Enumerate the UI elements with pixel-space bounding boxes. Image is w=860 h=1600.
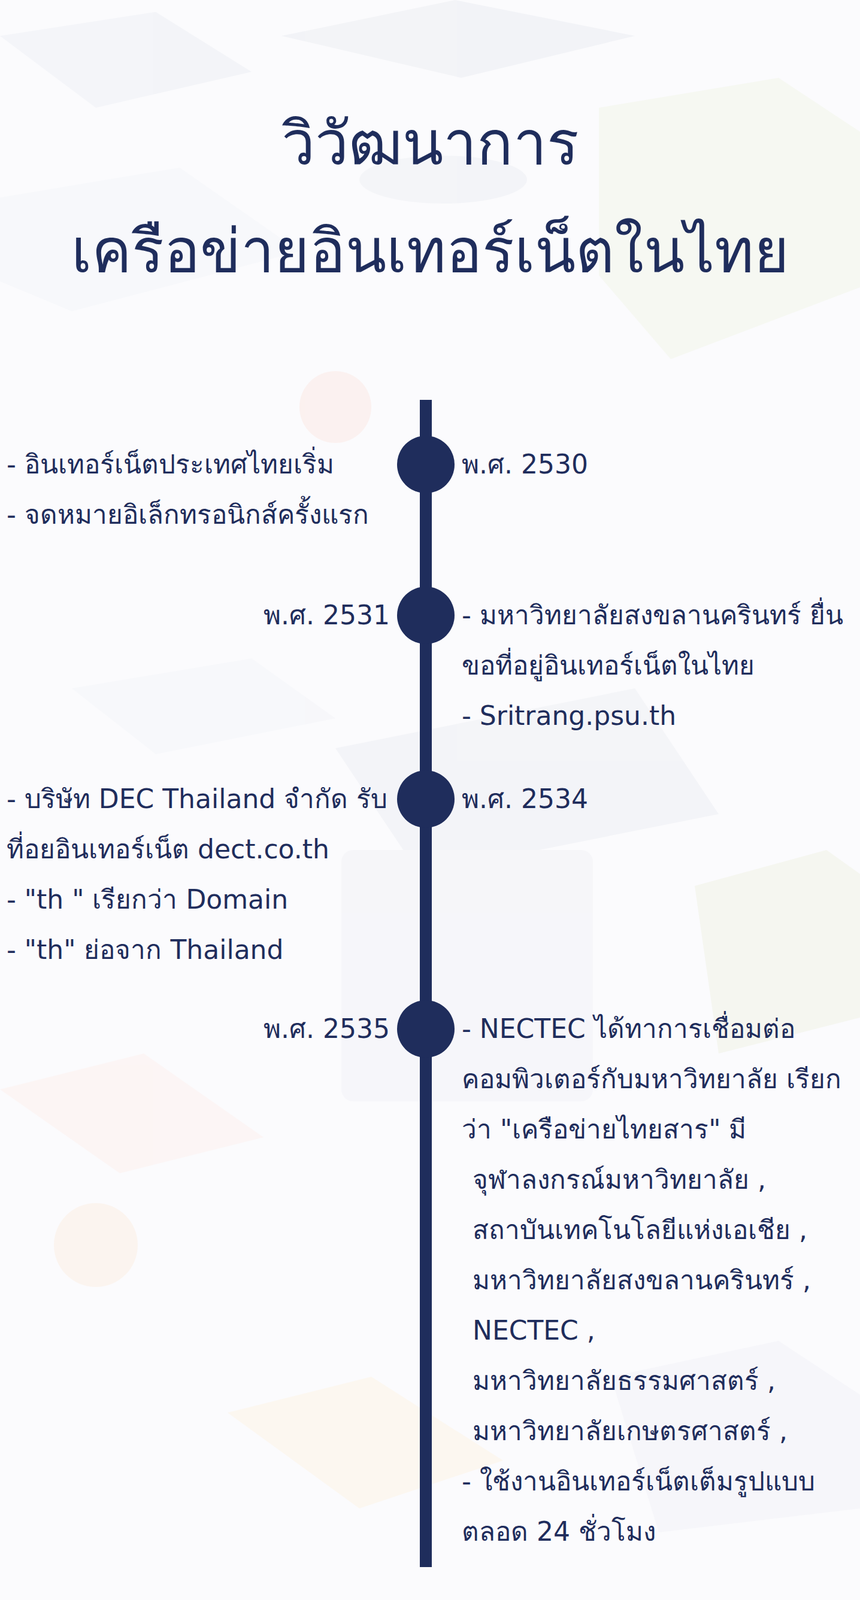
timeline-node: พ.ศ. 2535- NECTEC ได้ทาการเชื่อมต่อ คอมพ… (397, 1000, 455, 1059)
left-column: พ.ศ. 2531 (6, 590, 390, 641)
event-text: - มหาวิทยาลัยสงขลานครินทร์ ยื่นขอที่อยู่… (461, 590, 852, 692)
left-column: - บริษัท DEC Thailand จำกัด รับที่อยอินเ… (6, 774, 390, 976)
timeline-connector (419, 492, 432, 589)
event-text: สถาบันเทคโนโลยีแห่งเอเชีย , (461, 1205, 852, 1256)
year-label: พ.ศ. 2534 (461, 774, 852, 825)
event-text: มหาวิทยาลัยเกษตรศาสตร์ , (461, 1406, 852, 1458)
left-column: พ.ศ. 2535 (6, 1004, 390, 1055)
timeline-line-start (419, 400, 432, 438)
timeline-dot-circle (397, 770, 455, 829)
year-label: พ.ศ. 2530 (461, 439, 852, 490)
timeline-node: - บริษัท DEC Thailand จำกัด รับที่อยอินเ… (397, 770, 455, 829)
event-text: - Sritrang.psu.th (461, 691, 852, 742)
timeline-node: - อินเทอร์เน็ตประเทศไทยเริ่ม- จดหมายอิเล… (397, 435, 455, 494)
timeline-node: พ.ศ. 2531- มหาวิทยาลัยสงขลานครินทร์ ยื่น… (397, 586, 455, 645)
event-text: มหาวิทยาลัยสงขลานครินทร์ , (461, 1255, 852, 1307)
timeline-line-end (419, 1057, 432, 1568)
left-column: - อินเทอร์เน็ตประเทศไทยเริ่ม- จดหมายอิเล… (6, 439, 390, 541)
timeline-dot (397, 1000, 455, 1059)
title: วิวัฒนาการ เครือข่ายอินเทอร์เน็ตในไทย (10, 89, 850, 306)
timeline-dot (397, 586, 455, 645)
event-text: - "th " เรียกว่า Domain (6, 874, 390, 926)
timeline-dot-circle (397, 1000, 455, 1059)
timeline-connector (419, 643, 432, 772)
right-column: พ.ศ. 2534 (461, 774, 852, 825)
event-text: - อินเทอร์เน็ตประเทศไทยเริ่ม (6, 439, 390, 490)
event-text: NECTEC , (461, 1306, 852, 1357)
event-text: - บริษัท DEC Thailand จำกัด รับที่อยอินเ… (6, 774, 390, 875)
timeline-dot-circle (397, 586, 455, 645)
event-text: - "th" ย่อจาก Thailand (6, 925, 390, 976)
timeline-dot-circle (397, 435, 455, 494)
right-column: พ.ศ. 2530 (461, 439, 852, 490)
timeline-dot (397, 435, 455, 494)
event-text: มหาวิทยาลัยธรรมศาสตร์ , (461, 1356, 852, 1407)
year-label: พ.ศ. 2531 (6, 590, 390, 641)
event-text: - จดหมายอิเล็กทรอนิกส์ครั้งแรก (6, 489, 390, 541)
timeline-connector (419, 827, 432, 1002)
timeline-dot (397, 770, 455, 829)
year-label: พ.ศ. 2535 (6, 1004, 390, 1055)
right-column: - มหาวิทยาลัยสงขลานครินทร์ ยื่นขอที่อยู่… (461, 590, 852, 742)
event-text: - NECTEC ได้ทาการเชื่อมต่อ คอมพิวเตอร์กั… (461, 1004, 852, 1156)
right-column: - NECTEC ได้ทาการเชื่อมต่อ คอมพิวเตอร์กั… (461, 1004, 852, 1558)
event-text: - ใช้งานอินเทอร์เน็ตเต็มรูปแบบ ตลอด 24 ช… (461, 1457, 852, 1558)
event-text: จุฬาลงกรณ์มหาวิทยาลัย , (461, 1155, 852, 1206)
